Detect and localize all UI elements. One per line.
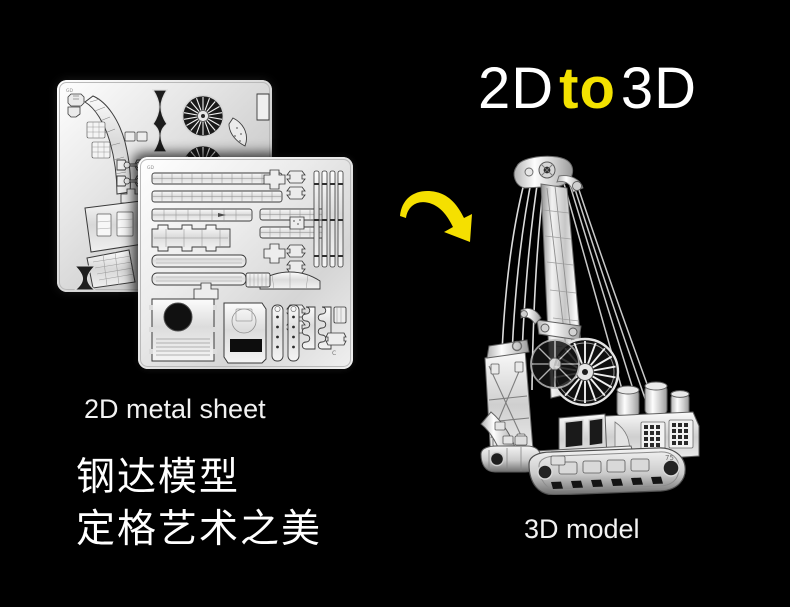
- transform-arrow: [396, 182, 492, 258]
- headline-2d: 2D: [478, 56, 555, 121]
- metal-sheet-front: GD: [138, 157, 353, 369]
- svg-text:75: 75: [665, 454, 674, 462]
- brand-text-block: 钢达模型 定格艺术之美: [76, 452, 322, 556]
- caption-2d-metal-sheet: 2D metal sheet: [84, 394, 266, 424]
- curved-arrow-icon: [400, 191, 472, 242]
- brand-line-1: 钢达模型: [76, 456, 241, 499]
- headline-to: to: [559, 56, 616, 121]
- metal-sheet-group: GD: [50, 72, 370, 378]
- page-title: 2Dto3D: [478, 58, 697, 120]
- headline-3d: 3D: [620, 56, 698, 121]
- caption-3d-model: 3D model: [524, 514, 640, 544]
- svg-text:GD: GD: [147, 165, 154, 171]
- svg-text:GD: GD: [66, 88, 73, 94]
- svg-text:C: C: [332, 350, 336, 357]
- sheet-front-etching: GD: [138, 157, 353, 369]
- model-3d-crawler-crane: 75: [455, 150, 705, 496]
- crawler-crane-illustration: 75: [480, 155, 700, 496]
- brand-line-2: 定格艺术之美: [76, 508, 323, 551]
